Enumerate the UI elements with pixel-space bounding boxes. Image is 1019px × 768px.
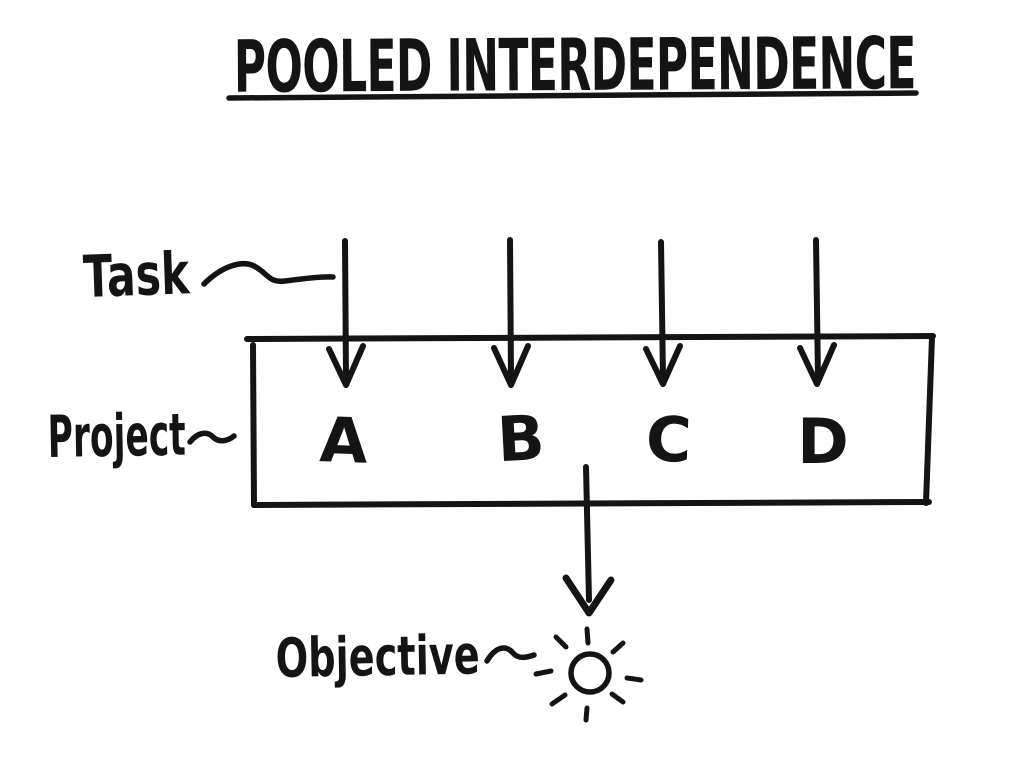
project-box-left-edge [250,342,257,508]
arrow-shaft [658,239,666,381]
sun-ray-left [533,668,554,677]
arrow-head [562,574,615,617]
sun-ray-bottom-right [609,691,626,705]
project-box-right-edge [923,334,935,506]
title-underline [226,90,919,101]
box-item-b: B [495,401,546,476]
sun-circle [568,651,612,695]
arrow-shaft [583,464,592,603]
project-box-top-edge [244,333,936,342]
sun-ray-top [584,626,591,646]
arrow-head [797,342,837,387]
task-arrow-b [491,237,531,388]
sun-ray-bottom [583,705,590,723]
task-arrow-a [326,238,366,388]
box-item-a: A [318,403,369,478]
sun-ray-top-left [553,634,569,650]
sun-ray-right [624,675,644,683]
task-label: Task [82,239,191,311]
arrow-head [643,343,683,387]
arrow-head [491,343,531,388]
arrow-shaft [342,238,349,381]
sun-ray-bottom-left [549,692,568,707]
task-connector-squiggle [201,261,336,287]
arrow-shaft [813,237,821,381]
task-arrow-c [643,239,683,387]
objective-connector-tilde [484,645,537,664]
objective-arrow [562,464,615,617]
project-connector-tilde [187,430,237,445]
project-label: Project [47,401,186,471]
project-box-bottom-edge [251,499,932,508]
sun-icon [533,626,644,723]
box-item-c: C [645,402,693,477]
sun-ray-top-right [610,640,626,655]
arrow-shaft [507,237,514,381]
box-item-d: D [797,405,848,478]
arrow-head [326,343,366,388]
project-box [244,333,936,508]
task-arrow-d [797,237,837,387]
objective-label: Objective [275,623,480,690]
